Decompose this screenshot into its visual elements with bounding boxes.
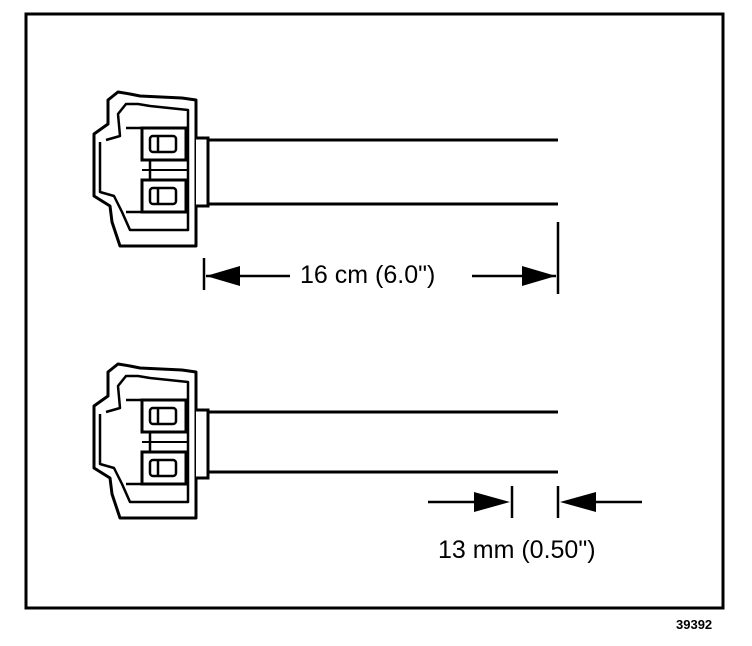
diagram-frame [24, 12, 725, 610]
bottom-connector [92, 362, 210, 520]
top-dimension [202, 222, 560, 294]
bottom-wires [208, 410, 558, 474]
strip-length-label: 13 mm (0.50") [438, 535, 596, 565]
bottom-dimension [428, 486, 642, 518]
top-wires [208, 138, 558, 206]
figure-number: 39392 [676, 617, 713, 632]
top-connector [92, 90, 210, 248]
harness-length-label: 16 cm (6.0") [294, 260, 442, 290]
